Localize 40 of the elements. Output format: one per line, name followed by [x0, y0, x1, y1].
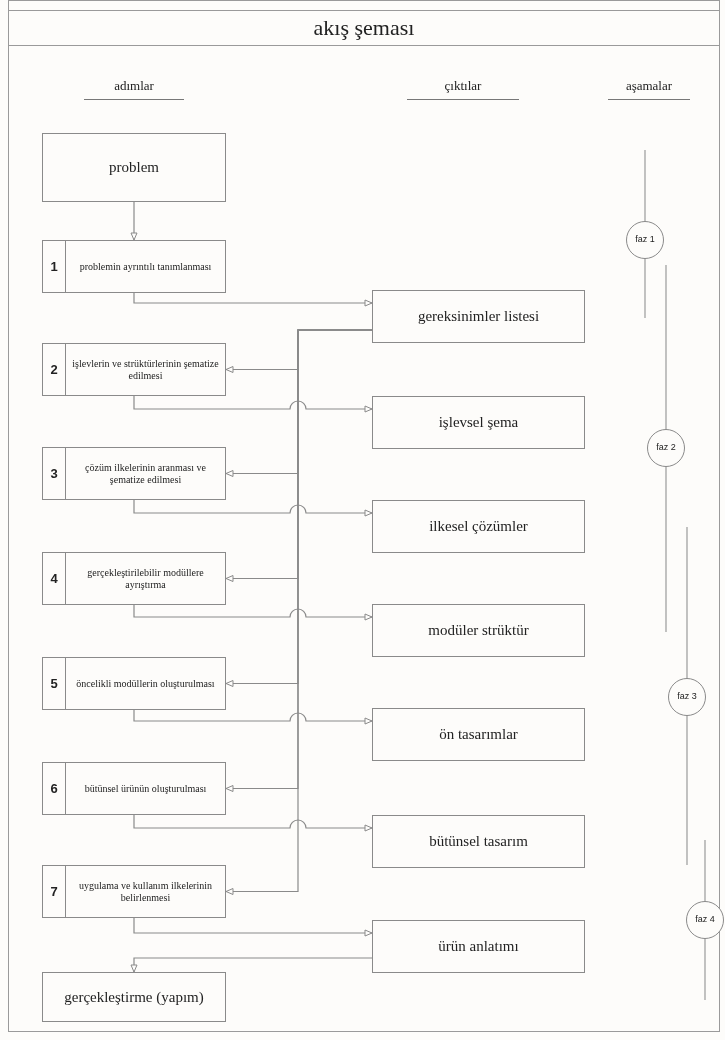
arrow: [133, 917, 373, 937]
step-text: problemin ayrıntılı tanımlanması: [78, 260, 213, 273]
output-box: işlevsel şema: [372, 396, 585, 449]
step-text: öncelikli modüllerin oluşturulması: [75, 677, 216, 690]
step-text: gerçekleştirilebilir modüllere ayrıştırma: [86, 566, 205, 591]
step-box: [42, 343, 226, 396]
step-number: 3: [43, 448, 66, 499]
arrow: [133, 604, 373, 621]
output-box: gereksinimler listesi: [372, 290, 585, 343]
arrow: [133, 709, 373, 725]
step-text: çözüm ilkelerinin aranması ve şematize edilmesi: [84, 461, 207, 486]
step-number: 2: [43, 344, 66, 395]
output-box: modüler strüktür: [372, 604, 585, 657]
step-text: işlevlerin ve strüktürlerinin şematize edilmesi: [71, 357, 220, 382]
output-box: bütünsel tasarım: [372, 815, 585, 868]
step-number: 4: [43, 553, 66, 604]
step-number: 5: [43, 658, 66, 709]
step-box: [42, 240, 226, 293]
step-box: [42, 865, 226, 918]
diagram-title: akış şeması: [313, 17, 415, 39]
column-header: çıktılar: [407, 76, 519, 100]
step-box: [42, 762, 226, 815]
column-header: aşamalar: [608, 76, 690, 100]
output-box: ilkesel çözümler: [372, 500, 585, 553]
process-box: problem: [42, 133, 226, 202]
arrow: [133, 292, 373, 307]
process-box: gerçekleştirme (yapım): [42, 972, 226, 1022]
arrow: [130, 201, 138, 241]
step-box: [42, 552, 226, 605]
output-box: ön tasarımlar: [372, 708, 585, 761]
step-number: 7: [43, 866, 66, 917]
step-number: 1: [43, 241, 66, 292]
step-text: uygulama ve kullanım ilkelerinin belirlenmesi: [78, 879, 213, 904]
step-text: bütünsel ürünün oluşturulması: [83, 782, 208, 795]
output-box: ürün anlatımı: [372, 920, 585, 973]
arrow: [130, 957, 373, 973]
step-box: [42, 657, 226, 710]
step-number: 6: [43, 763, 66, 814]
step-box: [42, 447, 226, 500]
column-header: adımlar: [84, 76, 184, 100]
